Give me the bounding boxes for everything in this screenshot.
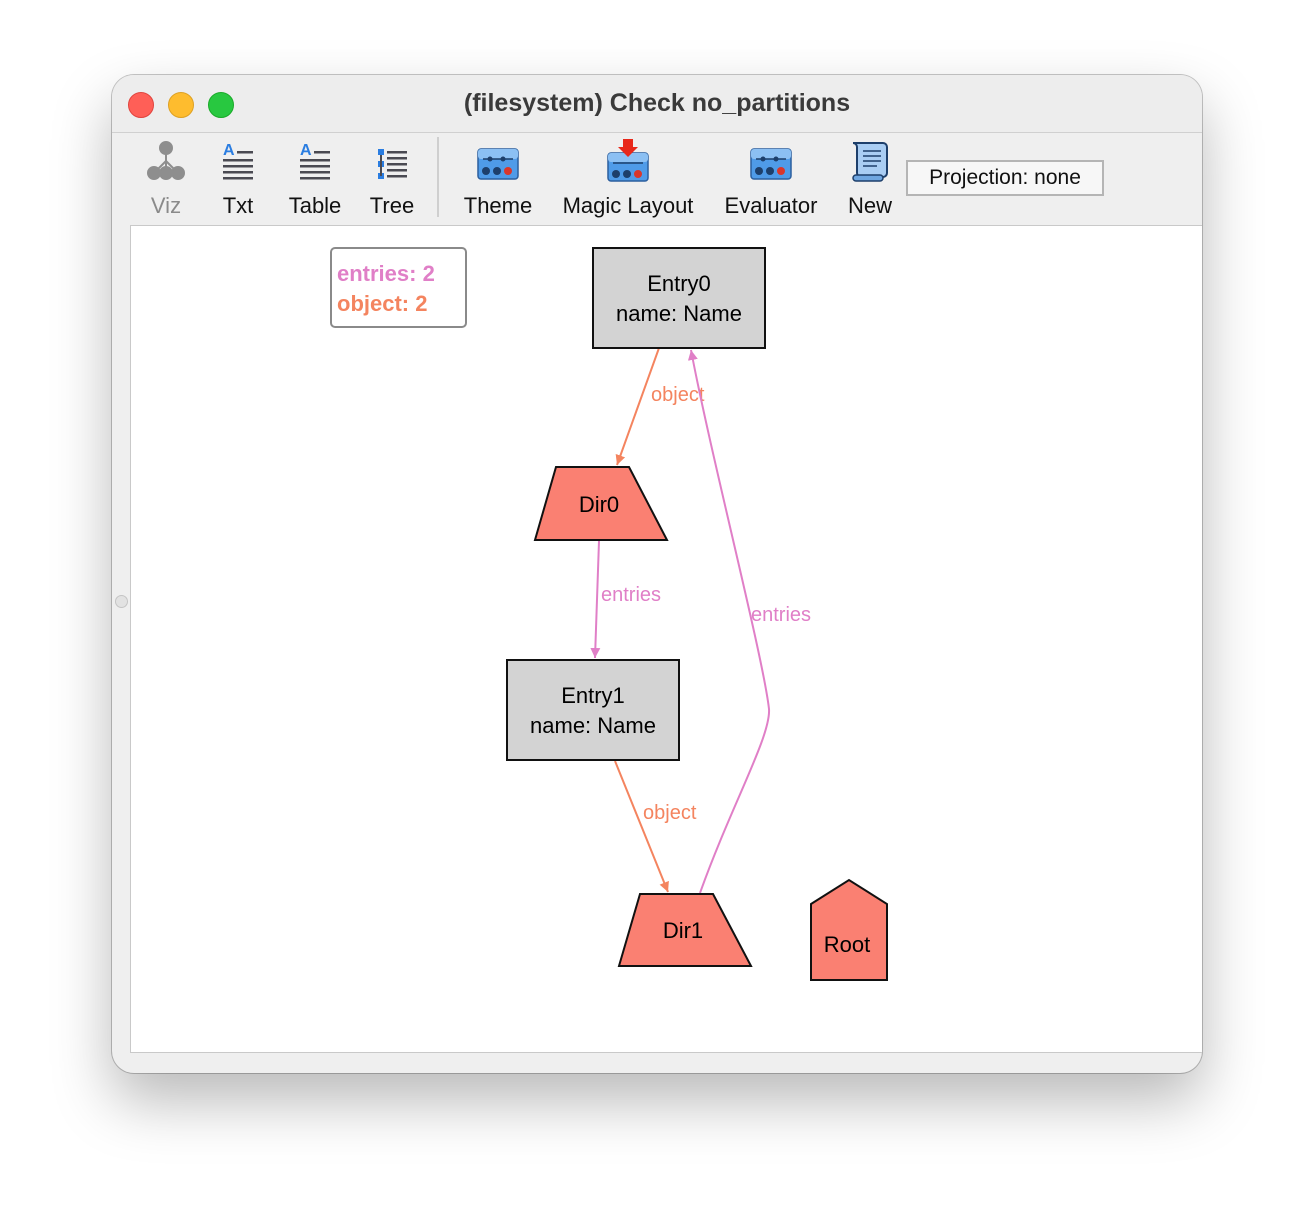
new-button[interactable]: New <box>840 133 900 223</box>
theme-label: Theme <box>463 193 533 218</box>
graph-svg: entries: 2 object: 2 object entries obje… <box>330 247 888 981</box>
magic-layout-button[interactable]: Magic Layout <box>558 133 698 223</box>
magic-layout-icon <box>607 139 649 182</box>
svg-text:A: A <box>300 142 312 159</box>
svg-text:Root: Root <box>824 932 870 957</box>
edge-entry1-dir1: object <box>614 760 697 893</box>
svg-text:name: Name: name: Name <box>530 713 656 738</box>
svg-text:name: Name: name: Name <box>616 301 742 326</box>
tree-view-icon <box>378 149 407 179</box>
txt-button[interactable]: A Txt <box>208 133 268 223</box>
viz-label: Viz <box>150 193 182 218</box>
edge-label: entries <box>601 584 661 606</box>
magic-layout-label: Magic Layout <box>562 193 694 218</box>
new-scroll-icon <box>852 142 888 182</box>
svg-text:Dir1: Dir1 <box>663 918 703 943</box>
legend-entries: entries: 2 <box>337 261 435 286</box>
node-entry0[interactable]: Entry0 name: Name <box>592 247 766 349</box>
graph-canvas[interactable]: entries: 2 object: 2 object entries obje… <box>130 225 1202 1053</box>
svg-text:Entry1: Entry1 <box>561 683 625 708</box>
node-root[interactable]: Root <box>810 878 888 981</box>
minimize-button[interactable] <box>168 92 194 118</box>
node-dir1[interactable]: Dir1 <box>617 893 753 967</box>
evaluator-sliders-icon <box>750 148 792 180</box>
title-bar: (filesystem) Check no_partitions <box>112 75 1202 133</box>
table-button[interactable]: A Table <box>280 133 350 223</box>
node-dir0[interactable]: Dir0 <box>533 466 669 541</box>
close-button[interactable] <box>128 92 154 118</box>
table-view-icon: A <box>300 142 330 180</box>
tree-label: Tree <box>369 193 415 218</box>
theme-sliders-icon <box>477 148 519 180</box>
tree-button[interactable]: Tree <box>360 133 424 223</box>
svg-text:A: A <box>223 142 235 159</box>
new-label: New <box>847 193 892 218</box>
txt-label: Txt <box>222 193 254 218</box>
toolbar: Viz A Txt A <box>112 133 1202 225</box>
table-label: Table <box>288 193 342 218</box>
edge-label: object <box>643 802 697 824</box>
text-view-icon: A <box>223 142 253 180</box>
viz-graph-icon <box>147 141 185 180</box>
projection-selector[interactable]: Projection: none <box>906 160 1104 196</box>
evaluator-label: Evaluator <box>724 193 818 218</box>
zoom-button[interactable] <box>208 92 234 118</box>
edge-dir1-entry0: entries <box>687 349 811 894</box>
app-window: (filesystem) Check no_partitions Viz A <box>112 75 1202 1073</box>
theme-button[interactable]: Theme <box>458 133 538 223</box>
edge-entry0-dir0: object <box>615 347 705 466</box>
node-entry1[interactable]: Entry1 name: Name <box>506 659 680 761</box>
edge-label: object <box>651 384 705 406</box>
svg-text:Dir0: Dir0 <box>579 492 619 517</box>
legend-object: object: 2 <box>337 291 427 316</box>
edge-dir0-entry1: entries <box>590 540 661 659</box>
edge-label: entries <box>751 604 811 626</box>
toolbar-separator <box>437 137 439 217</box>
split-pane-handle[interactable] <box>112 592 130 610</box>
window-title: (filesystem) Check no_partitions <box>463 89 851 117</box>
svg-text:Entry0: Entry0 <box>647 271 711 296</box>
evaluator-button[interactable]: Evaluator <box>718 133 824 223</box>
viz-button[interactable]: Viz <box>136 133 196 223</box>
legend: entries: 2 object: 2 <box>330 247 467 328</box>
